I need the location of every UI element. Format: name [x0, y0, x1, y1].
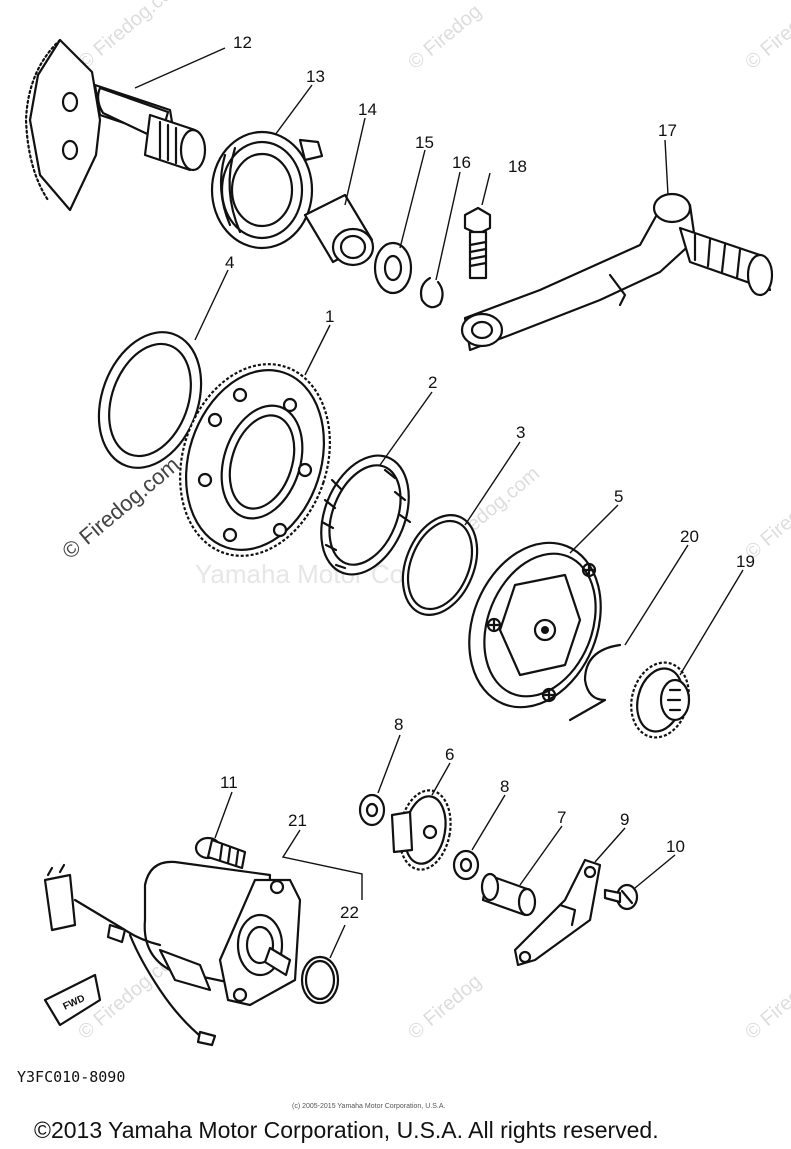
part-label-18: 18	[508, 157, 527, 176]
part-label-17: 17	[658, 121, 677, 140]
watermark-motor: Yamaha Motor Corp.	[195, 559, 434, 589]
part-label-11: 11	[220, 773, 238, 792]
part-label-20: 20	[680, 527, 699, 546]
part-label-6: 6	[445, 745, 454, 764]
part-label-8: 8	[394, 715, 403, 734]
part-5-starter-clutch	[468, 541, 602, 709]
part-label-15: 15	[415, 133, 434, 152]
part-22-o-ring	[300, 955, 340, 1005]
part-7-shaft	[480, 872, 537, 917]
part-label-12: 12	[233, 33, 252, 52]
part-6-idler-gear	[390, 789, 452, 871]
part-15-washer	[373, 241, 413, 295]
part-label-21: 21	[288, 811, 307, 830]
copyright-notice: ©2013 Yamaha Motor Corporation, U.S.A. A…	[34, 1117, 659, 1143]
part-21-starter-motor	[128, 860, 302, 1047]
part-label-16: 16	[452, 153, 471, 172]
part-10-screw	[603, 883, 639, 911]
part-9-plate	[513, 858, 602, 967]
part-12-kick-shaft	[24, 38, 207, 212]
part-16-circlip	[419, 276, 444, 309]
starter-wire-connector	[43, 863, 162, 947]
diagram-code: Y3FC010-8090	[17, 1068, 125, 1086]
part-19-drive-gear	[630, 661, 691, 739]
small-copyright: (c) 2005-2015 Yamaha Motor Corporation, …	[292, 1103, 445, 1110]
part-8-washer	[452, 849, 480, 881]
part-label-19: 19	[736, 552, 755, 571]
part-label-7: 7	[557, 808, 566, 827]
part-14-collar	[303, 193, 375, 267]
part-labels: 12 13 14 15 16 18 17 4 1 2 3 5 20 19 8 6…	[220, 33, 755, 922]
part-label-5: 5	[614, 487, 623, 506]
watermark-brand: © Firedog	[404, 0, 486, 73]
watermark-brand: © Firedog	[404, 970, 486, 1043]
part-20-circlip	[568, 643, 622, 722]
part-17-kick-lever	[460, 192, 774, 352]
part-label-13: 13	[306, 67, 325, 86]
part-label-9: 9	[620, 810, 629, 829]
part-3-ring	[401, 514, 479, 616]
watermark-brand: © Firedog.com	[57, 452, 184, 564]
part-label-10: 10	[666, 837, 685, 856]
part-18-bolt	[463, 206, 492, 280]
part-8-washer	[358, 793, 386, 827]
part-11-bolt	[194, 836, 247, 870]
part-label-2: 2	[428, 373, 437, 392]
part-label-3: 3	[516, 423, 525, 442]
part-label-22: 22	[340, 903, 359, 922]
part-1-starter-wheel-gear	[179, 363, 331, 557]
watermark-brand: © Firedog.com	[74, 0, 189, 74]
part-label-1: 1	[325, 307, 334, 326]
leader-lines	[134, 47, 744, 959]
watermark-brand: © Firedog	[741, 970, 791, 1043]
part-13-seal	[210, 130, 324, 250]
part-label-8: 8	[500, 777, 509, 796]
part-label-14: 14	[358, 100, 377, 119]
fwd-arrow-tag: FWD	[43, 973, 102, 1027]
part-label-4: 4	[225, 253, 234, 272]
part-2-clutch-bearing	[320, 454, 412, 576]
watermark-brand: © Firedog	[741, 0, 791, 73]
